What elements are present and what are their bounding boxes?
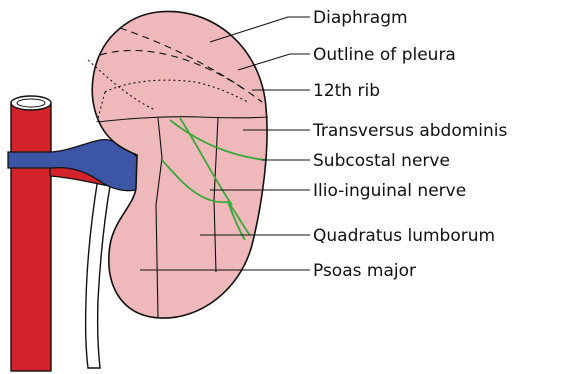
label-subcostal-nerve: Subcostal nerve xyxy=(313,151,450,171)
label-12th-rib: 12th rib xyxy=(313,81,380,101)
ureter xyxy=(86,178,110,368)
label-transversus-abdominis: Transversus abdominis xyxy=(312,121,508,141)
label-ilio-inguinal-nerve: Ilio-inguinal nerve xyxy=(313,181,466,201)
label-diaphragm: Diaphragm xyxy=(313,8,408,28)
aorta xyxy=(11,96,51,371)
label-psoas-major: Psoas major xyxy=(313,261,416,281)
label-outline-of-pleura: Outline of pleura xyxy=(313,45,456,65)
label-quadratus-lumborum: Quadratus lumborum xyxy=(313,226,495,246)
aorta-vessel xyxy=(11,103,51,371)
labels: Diaphragm Outline of pleura 12th rib Tra… xyxy=(312,8,508,281)
